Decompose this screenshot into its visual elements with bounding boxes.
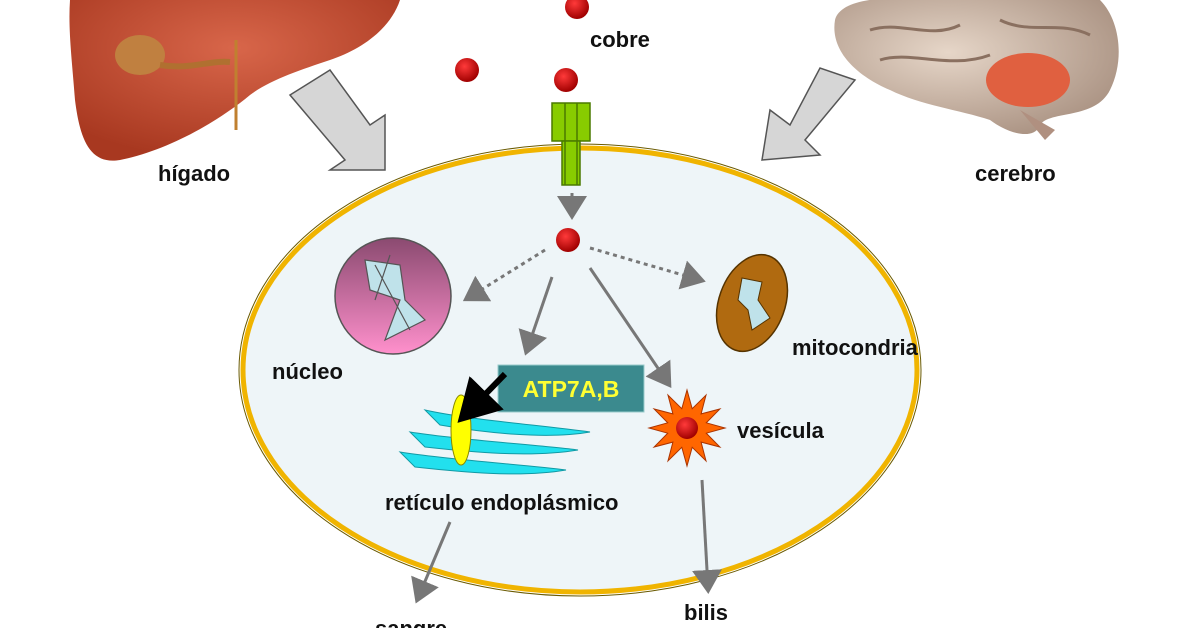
transporter-label: ATP7A,B — [523, 376, 620, 402]
liver-illustration — [69, 0, 400, 161]
arrow-to-nucleus — [462, 248, 546, 302]
arrow-to-mitochondria — [589, 246, 706, 290]
vesicle-label: vesícula — [737, 418, 825, 443]
arrow-to-vesicle — [588, 267, 672, 388]
bile-label: bilis — [684, 600, 728, 625]
copper-label: cobre — [590, 27, 650, 52]
brain-label: cerebro — [975, 161, 1056, 186]
mitochondria-label: mitocondria — [792, 335, 919, 360]
copper-ion — [565, 0, 589, 19]
blood-label: sangre — [375, 616, 447, 628]
copper-channel — [551, 102, 591, 186]
nucleus-label: núcleo — [272, 359, 343, 384]
atp7-transporter-protein — [450, 394, 472, 466]
arrow-to-transporter — [518, 276, 554, 356]
transporter-box — [497, 364, 645, 413]
nucleus — [334, 237, 452, 355]
arrow-liver-to-cell — [288, 68, 386, 171]
arrow-transporter-to-er — [457, 371, 508, 423]
arrow-to-bile — [692, 479, 722, 594]
arrow-brain-to-cell — [761, 67, 857, 161]
mitochondria — [715, 253, 789, 353]
brain-illustration — [834, 0, 1119, 140]
liver-label: hígado — [158, 161, 230, 186]
arrow-to-blood — [411, 521, 452, 604]
er-label: retículo endoplásmico — [385, 490, 619, 515]
copper-ion — [455, 58, 479, 82]
copper-ion — [554, 68, 578, 92]
copper-ion-intracellular — [556, 228, 580, 252]
vesicle — [647, 388, 727, 468]
